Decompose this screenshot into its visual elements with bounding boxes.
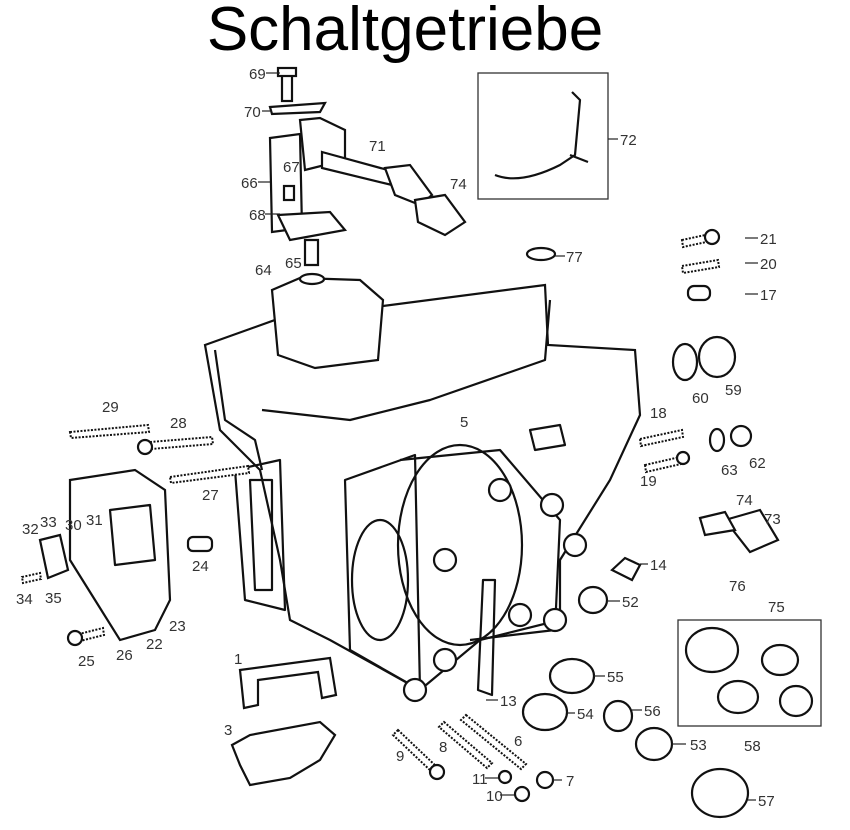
part-label: 24 xyxy=(192,558,209,575)
part-label: 55 xyxy=(607,669,624,686)
part-label: 66 xyxy=(241,175,258,192)
part-label: 77 xyxy=(566,249,583,266)
shift-housing-assembly xyxy=(268,66,467,267)
part-label: 14 xyxy=(650,557,667,574)
part-label: 9 xyxy=(396,748,404,765)
part-label: 30 xyxy=(65,517,82,534)
part-label: 7 xyxy=(566,773,574,790)
part-label: 5 xyxy=(460,414,468,431)
part-label: 73 xyxy=(764,511,781,528)
part-label: 19 xyxy=(640,473,657,490)
gasket-3 xyxy=(230,720,337,787)
part-label: 18 xyxy=(650,405,667,422)
part-label: 64 xyxy=(255,262,272,279)
gearbox-casing xyxy=(203,283,642,703)
bearings-and-seals xyxy=(497,246,814,819)
part-label: 32 xyxy=(22,521,39,538)
part-label: 76 xyxy=(729,578,746,595)
part-label: 58 xyxy=(744,738,761,755)
part-label: 67 xyxy=(283,159,300,176)
part-label: 1 xyxy=(234,651,242,668)
seal-65 xyxy=(298,272,326,286)
side-cover-23 xyxy=(38,468,172,642)
part-label: 27 xyxy=(202,487,219,504)
part-label: 6 xyxy=(514,733,522,750)
part-label: 23 xyxy=(169,618,186,635)
inset-box-58 xyxy=(677,619,822,727)
shift-fork-rod-72 xyxy=(494,91,589,180)
cover-64 xyxy=(270,276,385,370)
part-label: 71 xyxy=(369,138,386,155)
part-label: 10 xyxy=(486,788,503,805)
part-label: 28 xyxy=(170,415,187,432)
part-label: 74 xyxy=(450,176,467,193)
part-label: 59 xyxy=(725,382,742,399)
part-label: 60 xyxy=(692,390,709,407)
part-label: 22 xyxy=(146,636,163,653)
part-label: 57 xyxy=(758,793,775,810)
bolts-and-studs xyxy=(20,228,721,781)
part-label: 54 xyxy=(577,706,594,723)
part-label: 11 xyxy=(472,771,488,788)
part-label: 62 xyxy=(749,455,766,472)
part-label: 74 xyxy=(736,492,753,509)
part-label: 34 xyxy=(16,591,33,608)
part-label: 52 xyxy=(622,594,639,611)
leader-lines xyxy=(258,72,758,801)
part-label: 65 xyxy=(285,255,302,272)
part-label: 29 xyxy=(102,399,119,416)
part-label: 25 xyxy=(78,653,95,670)
part-labels: 69 70 71 72 66 67 68 74 77 21 20 17 64 6… xyxy=(16,66,785,810)
inset-box-72 xyxy=(477,72,609,200)
part-label: 56 xyxy=(644,703,661,720)
part-label: 20 xyxy=(760,256,777,273)
part-label: 68 xyxy=(249,207,266,224)
part-label: 75 xyxy=(768,599,785,616)
part-label: 33 xyxy=(40,514,57,531)
gasket-1 xyxy=(238,656,338,710)
part-label: 53 xyxy=(690,737,707,754)
part-label: 72 xyxy=(620,132,637,149)
part-label: 31 xyxy=(86,512,103,529)
part-label: 3 xyxy=(224,722,232,739)
part-label: 70 xyxy=(244,104,261,121)
part-label: 8 xyxy=(439,739,447,756)
part-label: 35 xyxy=(45,590,62,607)
part-label: 21 xyxy=(760,231,777,248)
part-label: 26 xyxy=(116,647,133,664)
part-label: 13 xyxy=(500,693,517,710)
part-label: 69 xyxy=(249,66,266,83)
part-label: 63 xyxy=(721,462,738,479)
diagram-title: Schaltgetriebe xyxy=(206,0,604,64)
part-label: 17 xyxy=(760,287,777,304)
